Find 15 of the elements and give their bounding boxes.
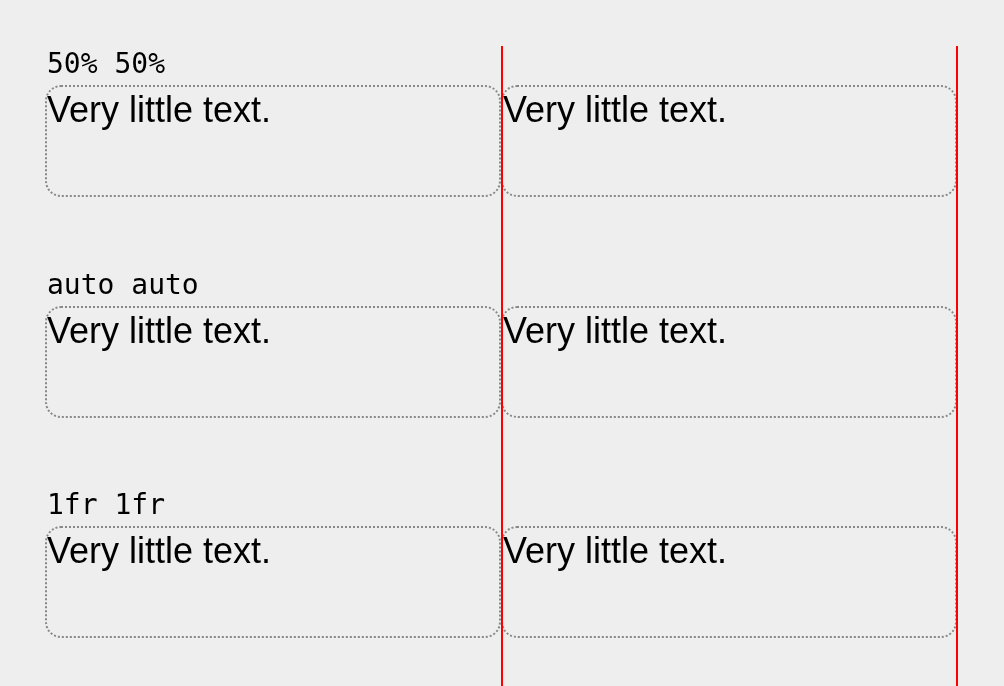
- dotted-box: [45, 526, 501, 638]
- dotted-box: [45, 306, 501, 418]
- dotted-box: [501, 85, 957, 197]
- dotted-box: [45, 85, 501, 197]
- dotted-box: [501, 306, 957, 418]
- code-label: auto auto: [47, 269, 199, 301]
- code-label: 1fr 1fr: [47, 489, 165, 521]
- body-text: Very little text.: [503, 531, 728, 571]
- dotted-box: [501, 526, 957, 638]
- body-text: Very little text.: [503, 311, 728, 351]
- body-text: Very little text.: [47, 90, 272, 130]
- body-text: Very little text.: [47, 531, 272, 571]
- body-text: Very little text.: [503, 90, 728, 130]
- body-text: Very little text.: [47, 311, 272, 351]
- code-label: 50% 50%: [47, 48, 165, 80]
